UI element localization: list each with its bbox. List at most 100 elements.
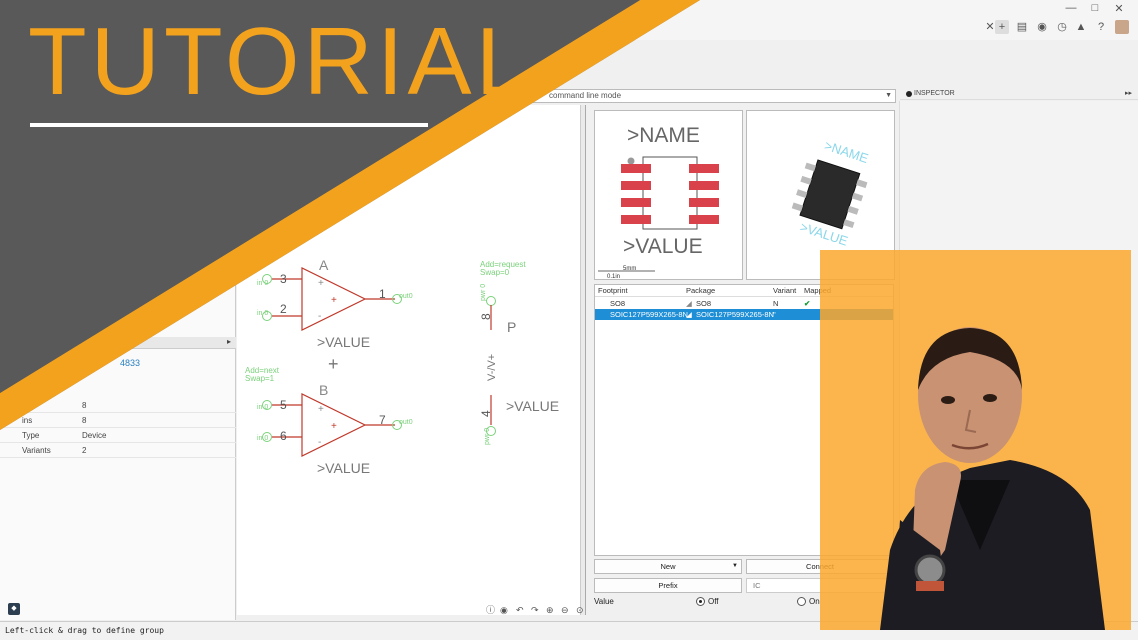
redo-icon[interactable]: ↷ <box>531 605 539 615</box>
property-key: Type <box>22 431 40 440</box>
property-value: 2 <box>82 446 87 455</box>
net-label: in 0 <box>257 404 268 411</box>
tutorial-title: TUTORIAL <box>28 8 533 115</box>
close-icon[interactable]: ✕ <box>1114 3 1124 15</box>
opamp-b-triangle <box>301 393 367 457</box>
pad <box>621 198 651 207</box>
gate-b[interactable]: Add=next Swap=1 B 5 6 7 + - + in 0 in 0 … <box>245 366 413 476</box>
watch <box>914 554 946 586</box>
pad <box>621 181 651 190</box>
gate-p[interactable]: Add=request Swap=0 8 pwr 0 P V-/V+ 4 pwr… <box>479 260 559 445</box>
pin-number: 7 <box>379 413 386 427</box>
pin-terminal[interactable] <box>262 432 272 442</box>
value-off-radio[interactable] <box>696 597 705 606</box>
net-label: in 0 <box>257 280 268 287</box>
net-label: pwr 0 <box>484 428 491 445</box>
net-label: in 0 <box>257 435 268 442</box>
table-row-selected[interactable]: SOIC127P599X265-8N ◢ SOIC127P599X265-8N … <box>595 309 893 320</box>
pin-terminal[interactable] <box>486 426 496 436</box>
zoom-in-icon[interactable]: ⊕ <box>546 605 554 615</box>
eye-icon[interactable]: ◉ <box>500 605 508 615</box>
splitter[interactable] <box>581 105 586 615</box>
3d-lead <box>804 162 817 172</box>
chevron-down-icon[interactable]: ▼ <box>732 563 738 569</box>
footprint-2d-preview[interactable]: >NAME >VALUE 5mm 0.1in ^ <box>594 110 743 280</box>
3d-lead <box>856 179 868 189</box>
col-variant[interactable]: Variant <box>773 286 797 295</box>
pin-terminal[interactable] <box>392 294 402 304</box>
zoom-out-icon[interactable]: ⊖ <box>561 605 569 615</box>
package-cell: SOIC127P599X265-8N <box>696 310 774 319</box>
net-label: pwr 0 <box>480 284 487 301</box>
help-icon[interactable]: ? <box>1097 21 1105 33</box>
package-icon: ◢ <box>686 310 692 319</box>
package-cell: SO8 <box>696 299 712 308</box>
undo-icon[interactable]: ↶ <box>516 605 524 615</box>
property-value: 8 <box>82 401 87 410</box>
pad <box>689 181 719 190</box>
bell-icon[interactable]: ▲ <box>1075 21 1087 33</box>
package-icon: ◢ <box>686 299 692 308</box>
pad <box>689 215 719 224</box>
footprint-cell: SOIC127P599X265-8N <box>610 310 688 319</box>
inspector-title: INSPECTOR <box>914 90 955 97</box>
swap-label: Swap=1 <box>245 374 275 383</box>
col-footprint[interactable]: Footprint <box>598 286 628 295</box>
pin-terminal[interactable] <box>262 311 272 321</box>
globe-icon[interactable]: ◉ <box>1037 21 1047 33</box>
3d-name-text: >NAME <box>823 138 871 166</box>
value-on-radio[interactable] <box>797 597 806 606</box>
net-label: out0 <box>399 419 413 426</box>
tag-icon[interactable]: ◆ <box>8 603 20 615</box>
variant-cell: N <box>773 299 779 308</box>
avatar[interactable] <box>1115 20 1129 34</box>
zoom-fit-icon[interactable]: ⊙ <box>576 605 584 615</box>
col-package[interactable]: Package <box>686 286 716 295</box>
shirt <box>950 480 1010 550</box>
clock-icon[interactable]: ◷ <box>1057 21 1067 33</box>
pin-number: 5 <box>280 398 287 412</box>
pin-terminal[interactable] <box>262 274 272 284</box>
expand-icon[interactable]: ▸▸ <box>1124 90 1132 97</box>
pin-number: 4 <box>479 410 493 417</box>
property-row: Variants 2 <box>0 443 236 458</box>
pin-terminal[interactable] <box>392 420 402 430</box>
property-value: Device <box>82 431 107 440</box>
inspector-header: INSPECTOR ▸▸ <box>900 88 1138 100</box>
3d-lead <box>796 189 808 199</box>
pad <box>689 198 719 207</box>
property-key: ins <box>22 416 33 425</box>
inspector-dot-icon <box>906 91 912 97</box>
add-label: Add=request <box>480 260 526 269</box>
gate-b-label: B <box>319 382 328 398</box>
value-text: >VALUE <box>623 235 703 258</box>
footprint-cell: SO8 <box>610 299 626 308</box>
info-icon[interactable]: ⓘ <box>486 605 496 615</box>
pin-terminal[interactable] <box>262 400 272 410</box>
new-button[interactable]: New ▼ <box>594 559 742 574</box>
dropdown-x-icon[interactable]: ✕ <box>985 21 995 33</box>
col-mapped[interactable]: Mapped <box>804 286 832 295</box>
plus-icon[interactable]: + <box>995 20 1009 34</box>
plus-sign: + <box>318 404 324 415</box>
origin-cross: + <box>328 354 339 374</box>
add-label: Add=next <box>245 366 280 375</box>
chevron-right-icon[interactable]: ▸ <box>226 337 231 346</box>
table-row[interactable]: SO8 ◢ SO8 N ✔ <box>595 298 893 309</box>
eye-right <box>983 394 997 402</box>
name-text: >NAME <box>627 124 700 147</box>
chevron-down-icon[interactable]: ▼ <box>885 92 892 99</box>
property-row: ins 8 <box>0 413 236 428</box>
scale-label: 5mm <box>623 266 636 272</box>
gate-p-label: P <box>507 319 516 335</box>
maximize-icon[interactable]: □ <box>1091 2 1099 14</box>
prefix-button[interactable]: Prefix <box>594 578 742 593</box>
device-name: 4833 <box>120 358 141 368</box>
value-label: Value <box>594 597 614 606</box>
gate-a[interactable]: A 3 2 1 + - + in 0 in 0 out0 >VALUE <box>257 257 413 350</box>
minimize-icon[interactable]: — <box>1065 2 1077 14</box>
nose <box>964 409 977 433</box>
rail-label: V-/V+ <box>486 354 498 381</box>
message-icon[interactable]: ▤ <box>1016 21 1028 33</box>
3d-lead <box>800 175 812 185</box>
